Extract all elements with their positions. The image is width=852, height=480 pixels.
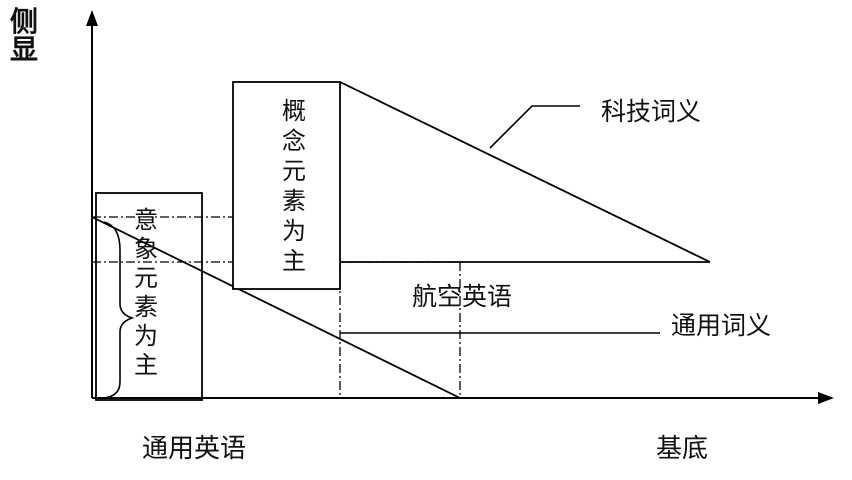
y-axis-label: 侧 显 xyxy=(10,8,38,64)
concept-char-2: 念 xyxy=(282,127,306,155)
concept-elements-text: 概 念 元 素 为 主 xyxy=(282,96,306,276)
imagery-char-4: 素 xyxy=(134,293,158,321)
general-meaning-diagonal xyxy=(91,216,461,399)
concept-elements-box xyxy=(232,81,341,290)
x-axis-left-label: 通用英语 xyxy=(142,434,247,464)
sci-tech-leader-line xyxy=(489,105,580,149)
x-axis-right-label: 基底 xyxy=(656,434,709,464)
imagery-elements-text: 意 象 元 素 为 主 xyxy=(134,206,158,380)
imagery-char-5: 为 xyxy=(134,322,158,350)
y-axis-label-char-1: 侧 xyxy=(10,5,39,38)
imagery-char-1: 意 xyxy=(134,206,158,234)
concept-char-3: 元 xyxy=(282,157,306,185)
sci-tech-triangle-top xyxy=(339,81,711,263)
imagery-elements-box xyxy=(95,192,203,401)
concept-char-5: 为 xyxy=(282,217,306,245)
concept-char-1: 概 xyxy=(282,97,306,125)
aviation-english-label: 航空英语 xyxy=(412,282,513,311)
y-axis-label-char-2: 显 xyxy=(10,33,39,66)
imagery-char-3: 元 xyxy=(134,264,158,292)
imagery-char-6: 主 xyxy=(134,351,158,379)
y-axis-arrowhead xyxy=(86,10,98,26)
sci-tech-meaning-label: 科技词义 xyxy=(601,97,702,126)
imagery-brace xyxy=(103,221,135,399)
x-axis-arrowhead xyxy=(818,392,834,404)
concept-char-6: 主 xyxy=(282,247,306,275)
imagery-char-2: 象 xyxy=(134,235,158,263)
concept-char-4: 素 xyxy=(282,187,306,215)
general-meaning-label: 通用词义 xyxy=(671,311,772,340)
